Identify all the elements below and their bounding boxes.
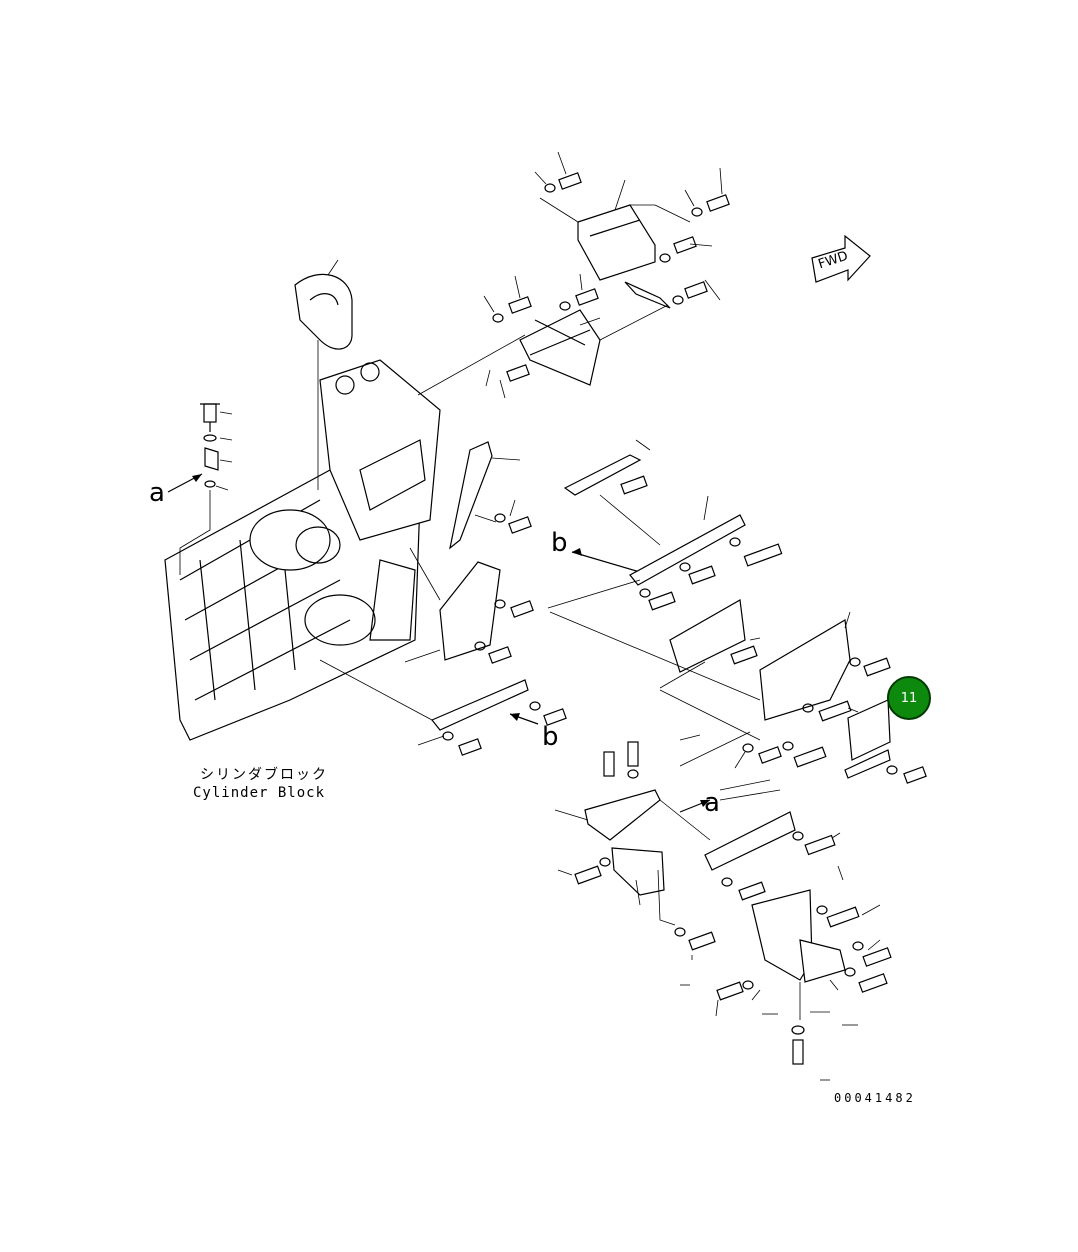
top-bracket-assembly — [534, 151, 730, 309]
cylinder-block-label-jp: シリンダブロック — [200, 767, 328, 783]
upper-mid-bracket — [417, 273, 669, 399]
fitting-a-detail — [167, 403, 233, 575]
part-callout-number: 11 — [900, 690, 918, 706]
ref-label-b-lower: b — [542, 722, 559, 752]
ref-label-a-left: a — [149, 478, 165, 508]
left-column-brackets — [319, 441, 567, 756]
part-callout-11[interactable]: 11 — [887, 676, 931, 720]
lower-bracket-assembly — [554, 734, 892, 1081]
ref-label-b-left: b — [551, 528, 568, 558]
ref-arrows — [509, 548, 711, 813]
right-bracket-assembly — [547, 439, 927, 791]
drawing-number: 00041482 — [834, 1091, 916, 1105]
ref-label-a-right: a — [704, 788, 720, 818]
fwd-arrow — [811, 234, 871, 283]
cylinder-block-drawing — [164, 259, 441, 741]
cylinder-block-label-en: Cylinder Block — [193, 785, 326, 801]
